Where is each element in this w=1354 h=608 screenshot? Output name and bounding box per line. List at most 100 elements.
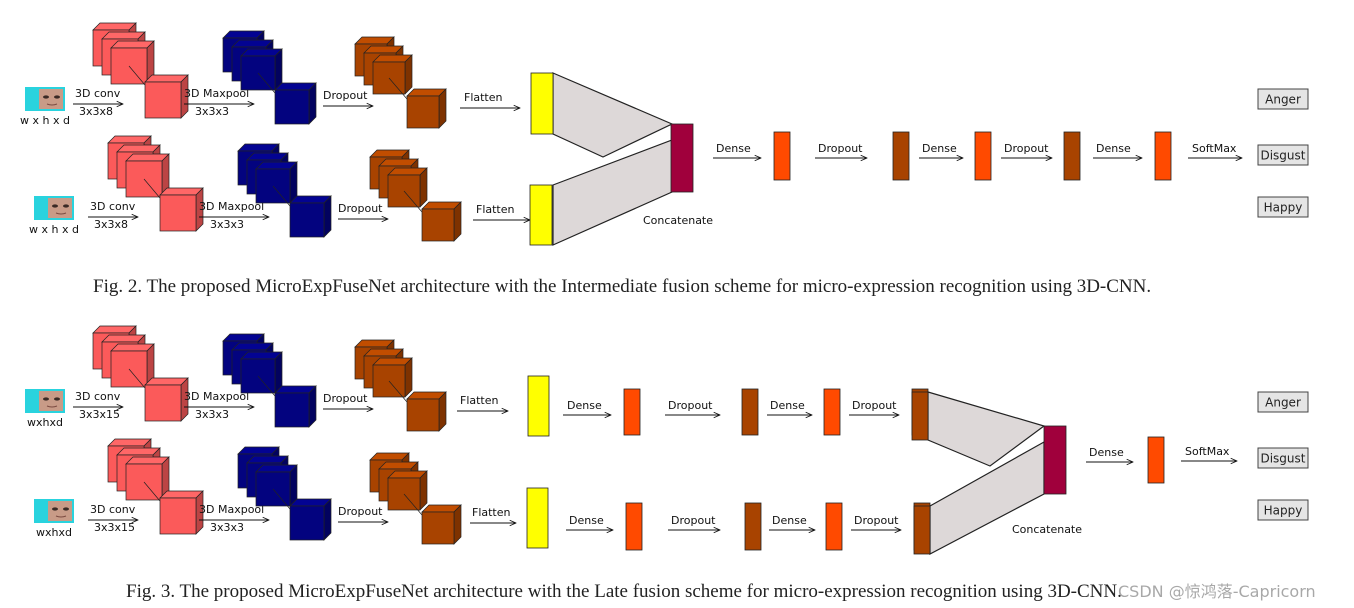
- fig2-head-bar-1: [892, 131, 910, 181]
- fig2-output-anger: [1257, 88, 1309, 110]
- cube-top: [107, 135, 152, 144]
- fig3-bottom-flatten-bar: [526, 487, 549, 549]
- fig2-bottom-conv-block-cube-3: [125, 153, 170, 198]
- output-box: [1257, 88, 1309, 110]
- output-label: Disgust: [1260, 452, 1305, 466]
- fig2-softmax-label: SoftMax: [1192, 142, 1237, 155]
- cube-top: [116, 447, 161, 456]
- cube-top: [159, 490, 204, 499]
- fig2-bottom-maxpool-label: 3D Maxpool: [199, 200, 264, 213]
- fig3-bottom-branch-bar-1: [744, 502, 762, 551]
- fig3-output-happy: [1257, 499, 1309, 521]
- cube-front: [125, 463, 163, 501]
- output-box: [1257, 499, 1309, 521]
- fig3-concat-label: Concatenate: [1012, 523, 1082, 536]
- fig2-bottom-conv-kernel: 3x3x8: [94, 218, 128, 231]
- fig2-top-conv-label: 3D conv: [75, 87, 121, 100]
- fig2-top-dropout-block-cube-4: [406, 88, 447, 129]
- fig3-bottom-last-dropout-bar: [913, 505, 931, 555]
- fig2-head-label-3: Dropout: [1004, 142, 1049, 155]
- cube-top: [144, 74, 189, 83]
- face-eye-right: [63, 507, 69, 511]
- cube-top: [92, 325, 137, 334]
- fig2-bottom-conv-label: 3D conv: [90, 200, 136, 213]
- cube-side: [453, 201, 462, 242]
- fig3-bottom-maxpool-kernel: 3x3x3: [210, 521, 244, 534]
- cube-top: [101, 31, 146, 40]
- fig2-top-flatten-label: Flatten: [464, 91, 503, 104]
- cube-front: [159, 497, 197, 535]
- cube-side: [308, 82, 317, 125]
- fig3-bottom-branch-bar-0: [625, 502, 643, 551]
- fig2-bottom-conv-block-cube-4: [159, 187, 204, 232]
- fig3-bottom-conv-block-cube-4: [159, 490, 204, 535]
- cube-side: [438, 88, 447, 129]
- fig3-top-dropout-block-cube-3: [372, 357, 413, 398]
- face-skin: [39, 89, 63, 109]
- output-label: Disgust: [1260, 149, 1305, 163]
- fig2-top-face-image-icon: [25, 87, 65, 111]
- fig3-bottom-branch-label-3: Dropout: [854, 514, 899, 527]
- cube-front: [144, 81, 182, 119]
- fig2-head-bar-2: [974, 131, 992, 181]
- cube-front: [289, 202, 325, 238]
- cube-side: [438, 391, 447, 432]
- cube-top: [125, 153, 170, 162]
- cube-top: [110, 343, 155, 352]
- fig3-softmax-label: SoftMax: [1185, 445, 1230, 458]
- fig2-head-bar-3: [1063, 131, 1081, 181]
- fig3-top-flatten-bar: [527, 375, 550, 437]
- fig3-top-branch-label-2: Dense: [770, 399, 805, 412]
- cube-side: [419, 167, 428, 208]
- fig3-bottom-branch-bar-2: [825, 502, 843, 551]
- face-skin: [48, 501, 72, 521]
- fig3-top-maxpool-block-cube-4: [274, 385, 317, 428]
- fig2-top-maxpool-block-link: [257, 72, 276, 94]
- fig2-top-dropout-label: Dropout: [323, 89, 368, 102]
- fig2-bottom-maxpool-kernel: 3x3x3: [210, 218, 244, 231]
- figure3-caption: Fig. 3. The proposed MicroExpFuseNet arc…: [126, 581, 1122, 602]
- fig2-head-label-1: Dropout: [818, 142, 863, 155]
- fig2-bottom-flatten-label: Flatten: [476, 203, 515, 216]
- fig3-bottom-branch-label-0: Dense: [569, 514, 604, 527]
- fig3-top-branch-label-1: Dropout: [668, 399, 713, 412]
- fig3-top-dropout-block-link: [388, 380, 408, 403]
- fig3-bottom-maxpool-block-link: [272, 488, 291, 510]
- fig3-output-anger: [1257, 391, 1309, 413]
- fig3-bottom-dropout-block-cube-3: [387, 470, 428, 511]
- face-mouth: [55, 212, 67, 215]
- fig2-bottom-dropout-block-cube-4: [421, 201, 462, 242]
- output-label: Anger: [1265, 396, 1301, 410]
- fig2-funnel-bottom: [552, 139, 673, 246]
- fig2-top-conv-kernel: 3x3x8: [79, 105, 113, 118]
- fig3-bottom-dropout-block-cube-4: [421, 504, 462, 545]
- fig2-concat-bar: [670, 123, 694, 193]
- fig2-top-maxpool-kernel: 3x3x3: [195, 105, 229, 118]
- fig3-top-conv-label: 3D conv: [75, 390, 121, 403]
- fig2-funnel-top: [552, 72, 674, 158]
- fig2-bottom-face-image-icon: [34, 196, 74, 220]
- fig2-bottom-flatten-bar: [529, 184, 553, 246]
- fig2-top-dropout-block-link: [388, 77, 408, 100]
- cube-top: [92, 22, 137, 31]
- fig3-top-input-dims: wxhxd: [27, 416, 63, 429]
- fig3-top-branch-label-0: Dense: [567, 399, 602, 412]
- fig2-top-input-dims: w x h x d: [20, 114, 70, 127]
- fig3-top-maxpool-kernel: 3x3x3: [195, 408, 229, 421]
- face-eye-left: [43, 397, 49, 401]
- fig2-head-bar-4: [1154, 131, 1172, 181]
- fig3-top-branch-bar-0: [623, 388, 641, 436]
- fig3-top-branch-bar-1: [741, 388, 759, 436]
- cube-front: [159, 194, 197, 232]
- output-box: [1257, 144, 1309, 166]
- fig3-bottom-input-dims: wxhxd: [36, 526, 72, 539]
- fig3-top-conv-kernel: 3x3x15: [79, 408, 120, 421]
- fig3-top-branch-label-3: Dropout: [852, 399, 897, 412]
- cube-top: [159, 187, 204, 196]
- fig2-top-maxpool-block-cube-4: [274, 82, 317, 125]
- fig2-output-happy: [1257, 196, 1309, 218]
- cube-front: [406, 398, 440, 432]
- fig2-bottom-conv-block-link: [143, 178, 161, 199]
